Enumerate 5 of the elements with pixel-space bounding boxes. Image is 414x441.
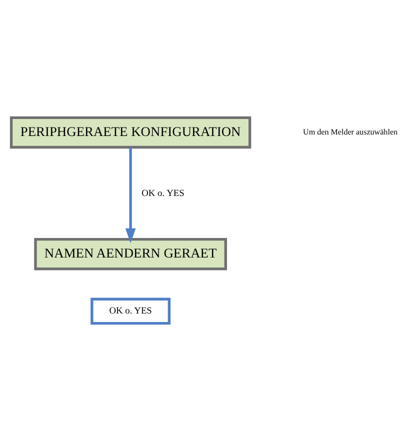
node-box: PERIPHGERAETE KONFIGURATION (10, 116, 252, 149)
edge-label: OK o. YES (142, 189, 184, 200)
node-box: OK o. YES (90, 298, 171, 325)
arrow (125, 147, 136, 244)
node-box: NAMEN AENDERN GERAET (34, 238, 227, 270)
